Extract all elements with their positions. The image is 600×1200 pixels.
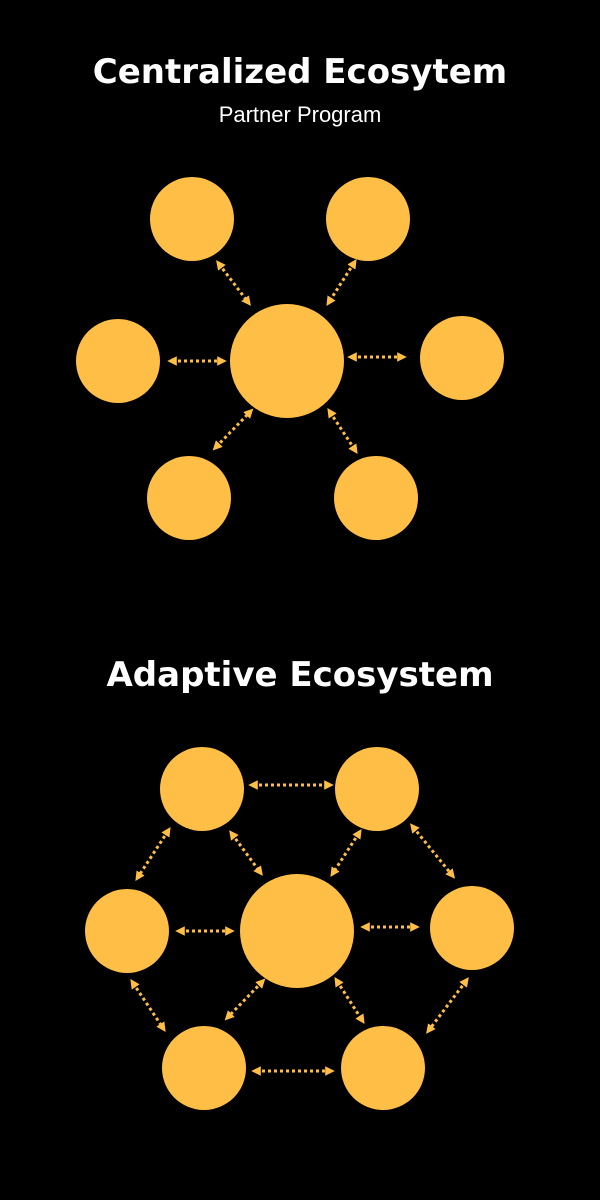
centralized-title: Centralized Ecosytem [92,52,508,92]
adaptive-node-right [430,886,514,970]
adaptive-node-top-right [335,747,419,831]
arrow-hub-bottom-right [327,407,358,455]
centralized-subtitle: Partner Program [218,102,382,127]
adaptive-node-bottom-right [341,1026,425,1110]
adaptive-title: Adaptive Ecosystem [106,655,494,695]
arrow-hub-bottom-right [334,976,365,1025]
centralized-node-top-left [150,177,234,261]
arrow-top-left-left [135,826,171,882]
centralized-node-right [420,316,504,400]
adaptive-arrows [130,780,469,1076]
arrow-hub-top-right [326,258,357,307]
adaptive-hub-node [240,874,354,988]
centralized-hub-node [230,304,344,418]
adaptive-node-left [85,889,169,973]
arrow-top-right-hub [330,828,362,878]
adaptive-node-top-left [160,747,244,831]
arrow-hub-bottom-left [224,978,266,1021]
centralized-diagram [76,177,504,540]
centralized-node-bottom-left [147,456,231,540]
arrow-right-bottom-right [426,977,469,1034]
adaptive-node-bottom-left [162,1026,246,1110]
centralized-node-top-right [326,177,410,261]
arrow-top-left-hub [229,830,263,876]
centralized-node-bottom-right [334,456,418,540]
arrow-top-right-right [409,823,456,879]
centralized-node-left [76,319,160,403]
centralized-arrows [167,258,407,455]
adaptive-diagram [85,747,514,1110]
arrow-hub-bottom-left [212,408,254,451]
arrow-hub-top-left [216,260,251,306]
arrow-left-bottom-left [130,979,166,1032]
